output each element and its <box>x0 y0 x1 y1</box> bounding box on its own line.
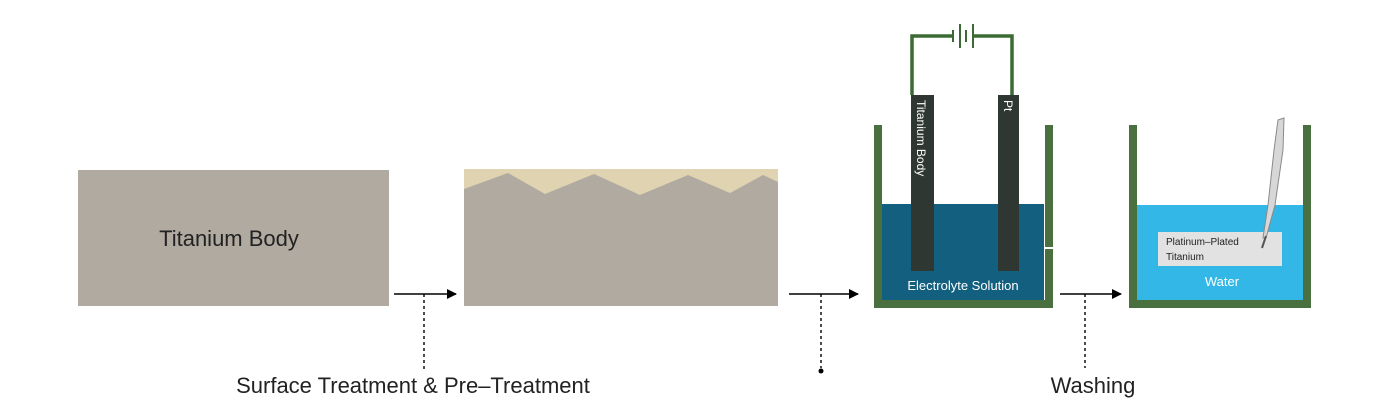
water-label: Water <box>1205 274 1240 289</box>
anode-electrode <box>998 95 1019 271</box>
stage-washing: Platinum–Plated Titanium Water <box>1129 117 1311 308</box>
step-washing-label: Washing <box>1051 373 1136 398</box>
scalpel-icon <box>1261 117 1285 249</box>
arrow-step-3 <box>1060 289 1122 368</box>
anode-label: Pt <box>1001 100 1015 112</box>
battery-icon <box>944 24 982 48</box>
plated-part-card <box>1158 232 1282 266</box>
cathode-label: Titanium Body <box>914 100 928 176</box>
treated-titanium-block <box>464 173 778 306</box>
titanium-block <box>78 170 389 306</box>
stage-titanium-body: Titanium Body <box>78 170 389 306</box>
stage-surface-treated <box>464 169 778 306</box>
plated-part-label-line1: Platinum–Plated <box>1166 237 1239 248</box>
step-surface-treatment-label: Surface Treatment & Pre–Treatment <box>236 373 590 398</box>
arrow-step-1 <box>394 289 457 370</box>
arrow-step-2 <box>789 289 859 374</box>
electrolyte-label: Electrolyte Solution <box>907 278 1018 293</box>
electroplating-tank <box>874 125 1053 308</box>
plated-part-label-line2: Titanium <box>1166 252 1204 263</box>
cathode-electrode <box>911 95 934 271</box>
washing-tank <box>1129 125 1311 308</box>
stage-electroplating: Titanium Body Pt Electrolyte Solution <box>874 24 1054 308</box>
titanium-body-label: Titanium Body <box>159 226 299 251</box>
